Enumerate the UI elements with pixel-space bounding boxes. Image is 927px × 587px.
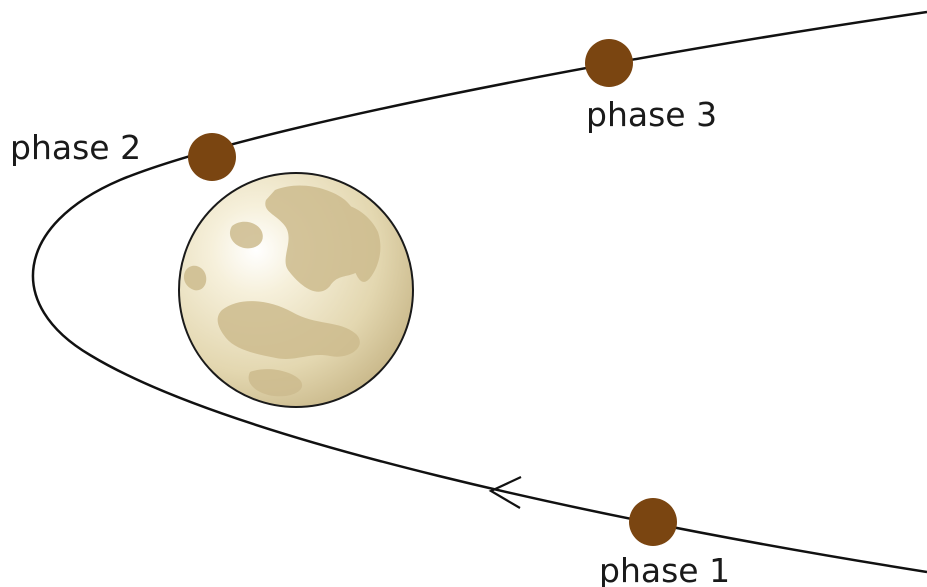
probe-phase-2 xyxy=(188,133,236,181)
label-phase-1: phase 1 xyxy=(599,551,730,587)
probe-phase-1 xyxy=(629,498,677,546)
label-phase-3: phase 3 xyxy=(586,95,717,134)
probe-phase-3 xyxy=(585,39,633,87)
trajectory-path xyxy=(31,10,927,574)
planet xyxy=(178,172,414,408)
label-phase-2: phase 2 xyxy=(10,128,141,167)
direction-arrow-icon xyxy=(488,476,522,509)
planet-surface-markings xyxy=(183,185,381,397)
